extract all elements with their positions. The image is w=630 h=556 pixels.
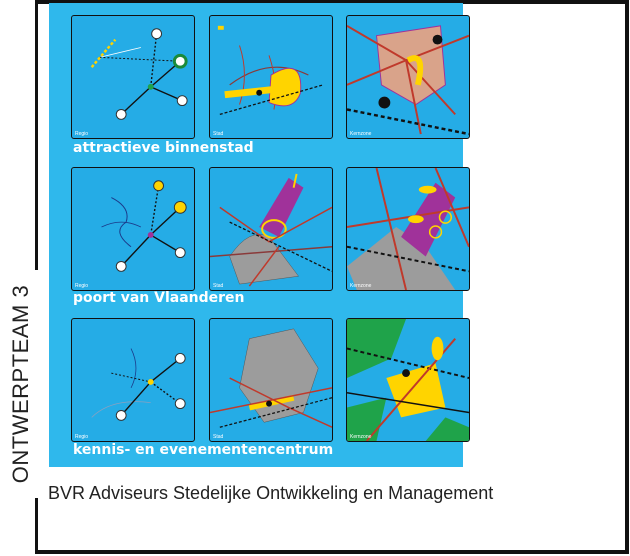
tile-label: Regio — [75, 434, 89, 440]
regio-network-diagram — [101, 180, 187, 272]
tile-label: Stad — [213, 434, 224, 440]
tile-label: Stad — [213, 283, 224, 289]
tile-kernzone-2: Kernzone — [346, 167, 470, 291]
tile-label: Regio — [75, 283, 89, 289]
tile-regio-2: Regio — [71, 167, 195, 291]
frame-left-line-bottom — [35, 498, 38, 554]
section-title: attractieve binnenstad — [73, 140, 254, 156]
firm-caption: BVR Adviseurs Stedelijke Ontwikkeling en… — [48, 483, 494, 503]
stad-map-diagram — [210, 328, 332, 428]
tile-stad-1: Stad — [209, 15, 333, 139]
section-title: kennis- en evenementencentrum — [73, 442, 334, 458]
frame-left-line-top — [35, 0, 38, 270]
kernzone-map-diagram — [347, 24, 469, 136]
stad-map-diagram — [210, 173, 332, 287]
regio-network-diagram — [91, 348, 186, 421]
tile-kernzone-1: Kernzone — [346, 15, 470, 139]
tile-kernzone-3: Kernzone — [346, 318, 470, 442]
tile-stad-2: Stad — [209, 167, 333, 291]
team-label: ONTWERPTEAM 3 — [8, 284, 33, 484]
kernzone-map-diagram — [347, 319, 469, 441]
tile-stad-3: Stad — [209, 318, 333, 442]
tile-label: Stad — [213, 131, 224, 137]
tile-label: Kernzone — [350, 283, 372, 289]
tile-label: Kernzone — [350, 131, 372, 137]
tile-regio-3: Regio — [71, 318, 195, 442]
section-title: poort van Vlaanderen — [73, 290, 245, 306]
stad-map-diagram — [217, 25, 324, 116]
tile-regio-1: Regio — [71, 15, 195, 139]
tile-label: Kernzone — [350, 434, 372, 440]
tile-label: Regio — [75, 131, 89, 137]
regio-network-diagram — [90, 28, 188, 120]
outer-frame — [35, 0, 629, 554]
kernzone-map-diagram — [347, 168, 469, 290]
